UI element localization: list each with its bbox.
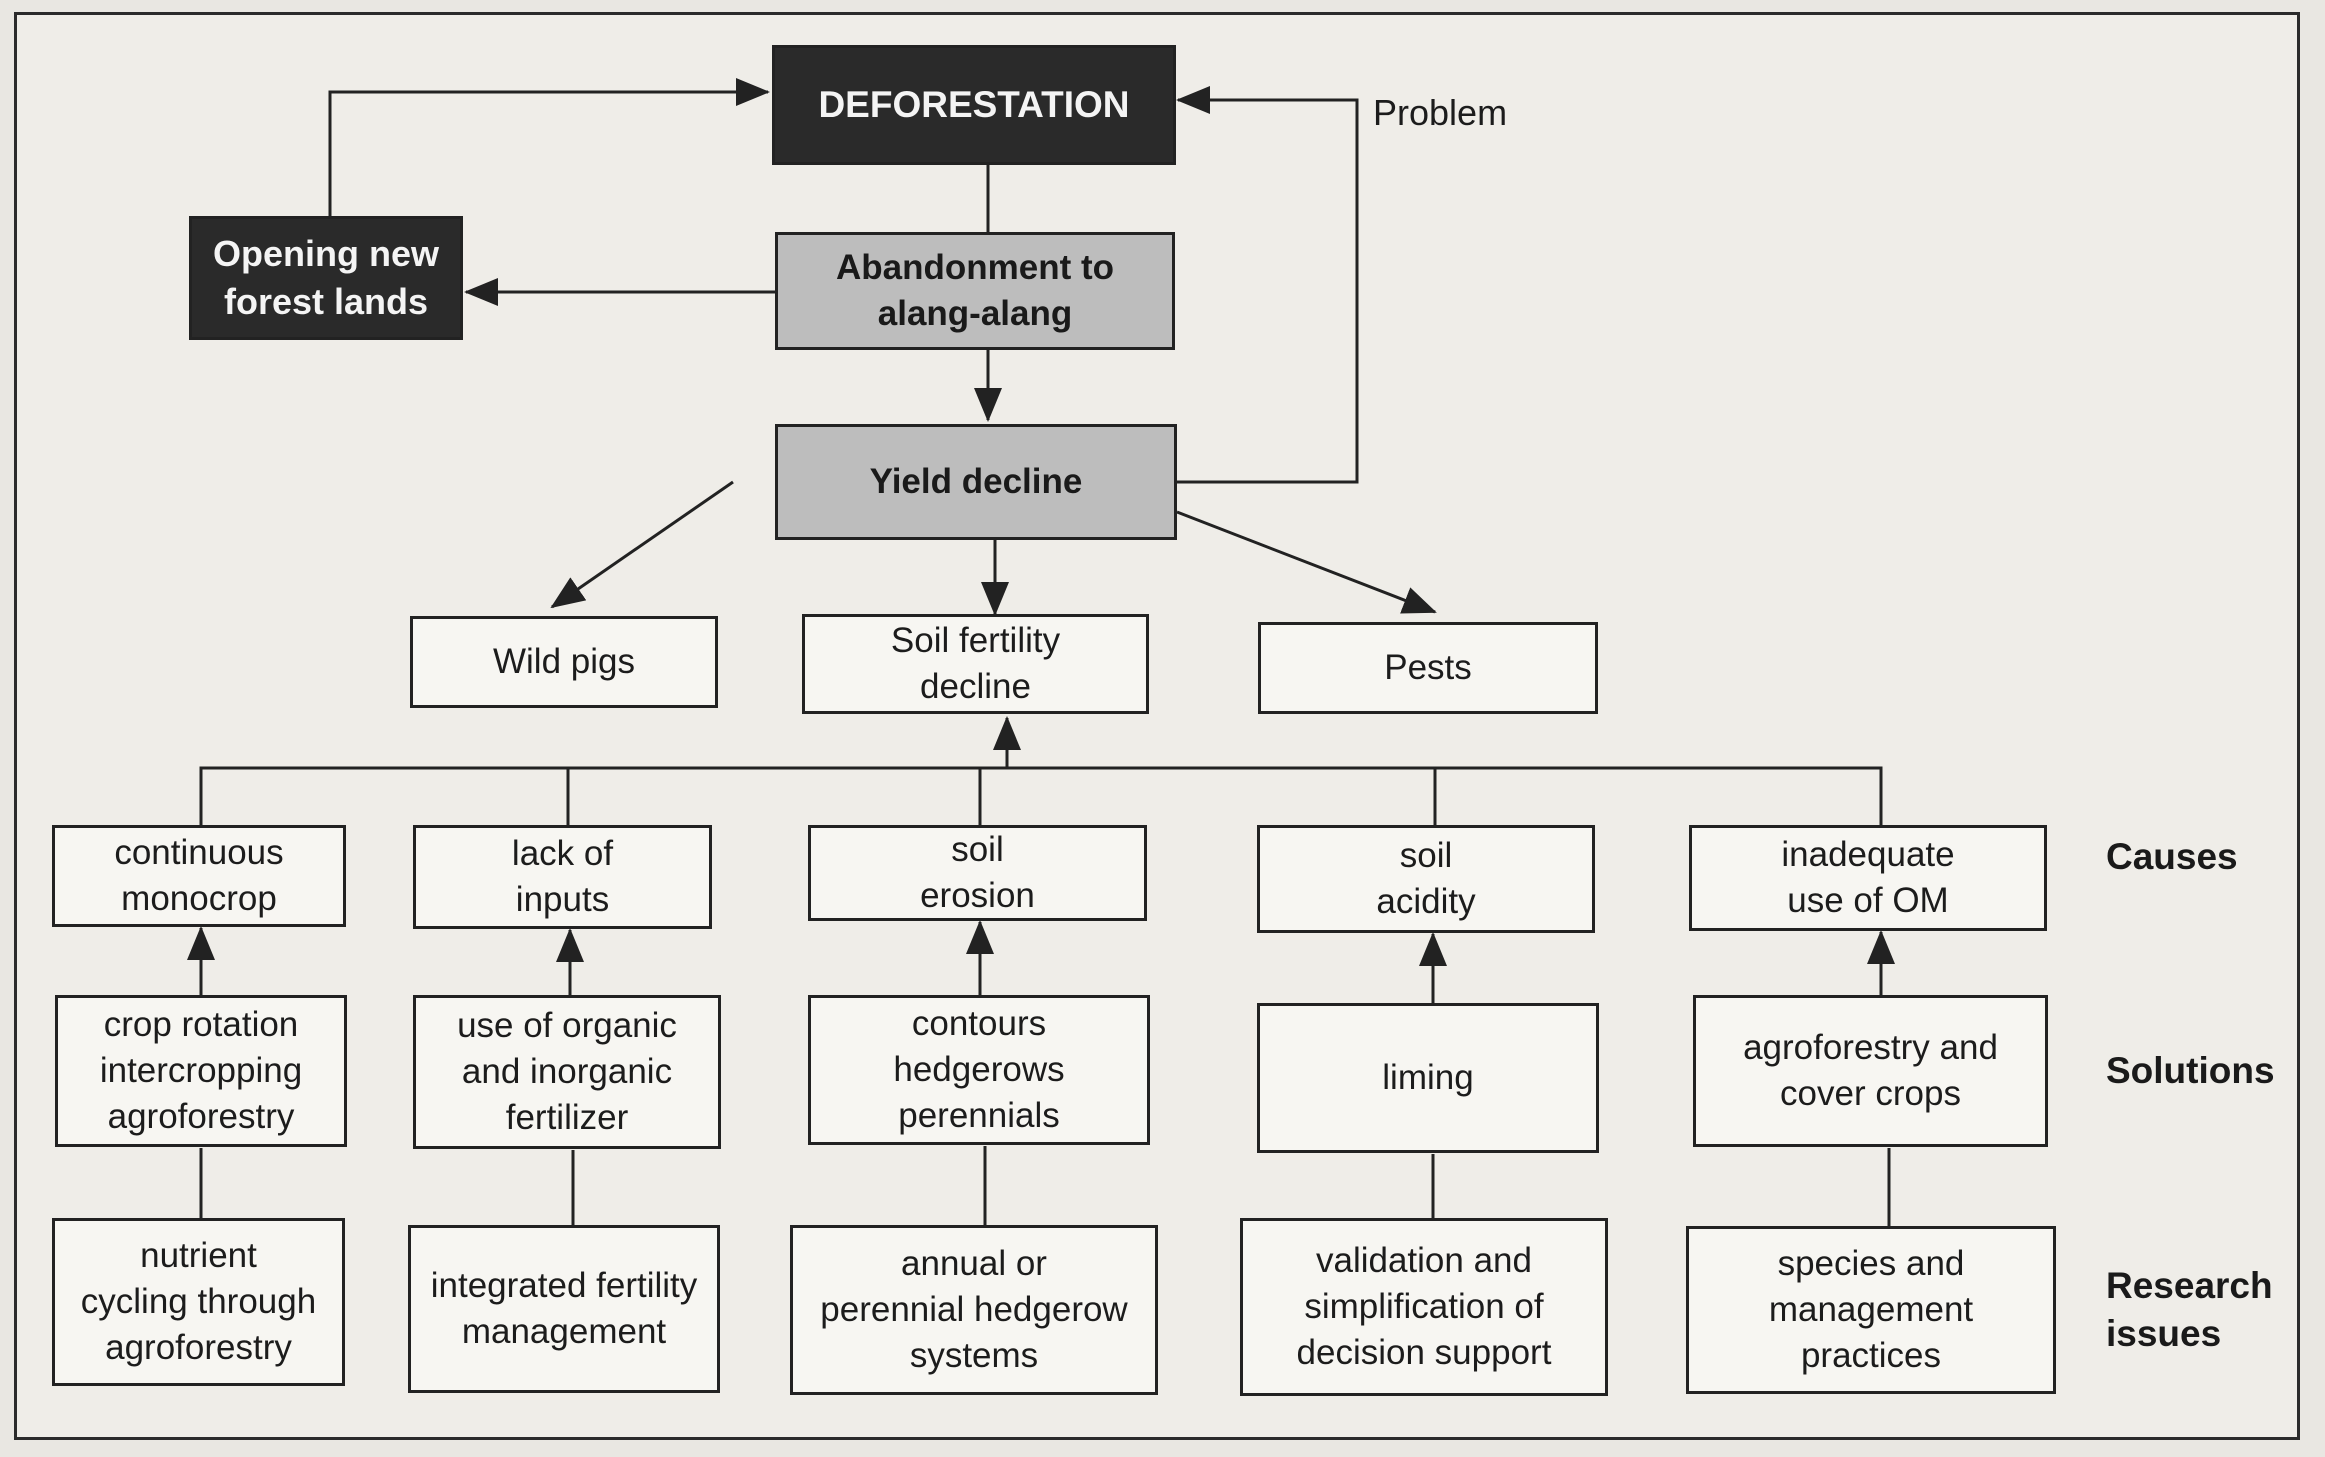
research-issue-label: annual or perennial hedgerow systems (820, 1243, 1128, 1376)
research-issue-label: species and management practices (1768, 1243, 1974, 1376)
abandonment-label: Abandonment to alang-alang (835, 247, 1115, 333)
solution-box: contours hedgerows perennials (808, 995, 1150, 1145)
wild-pigs-box: Wild pigs (410, 616, 718, 708)
solution-label: contours hedgerows perennials (893, 1003, 1065, 1136)
cause-box: continuous monocrop (52, 825, 346, 927)
opening-new-forest-lands-label: Opening new forest lands (212, 233, 439, 322)
research-issue-label: nutrient cycling through agroforestry (80, 1235, 317, 1368)
research-issue-label: validation and simplification of decisio… (1296, 1240, 1552, 1373)
soil-fertility-decline-label: Soil fertility decline (890, 620, 1061, 706)
deforestation-box: DEFORESTATION (772, 45, 1176, 165)
solution-box: liming (1257, 1003, 1599, 1153)
deforestation-label: DEFORESTATION (818, 83, 1130, 125)
connector-causes-bus (199, 766, 1883, 825)
arrow-problem-loop (1176, 86, 1359, 484)
solution-box: agroforestry and cover crops (1693, 995, 2048, 1147)
cause-label: continuous monocrop (114, 832, 284, 918)
yield-decline-label: Yield decline (869, 461, 1083, 501)
cause-box: soil erosion (808, 825, 1147, 921)
research-issue-box: integrated fertility management (408, 1225, 720, 1393)
yield-decline-box: Yield decline (775, 424, 1177, 540)
cause-label: soil erosion (920, 829, 1035, 915)
abandonment-box: Abandonment to alang-alang (775, 232, 1175, 350)
research-issue-box: annual or perennial hedgerow systems (790, 1225, 1158, 1395)
row-label-research-issues: Research issues (2106, 1265, 2273, 1355)
cause-box: inadequate use of OM (1689, 825, 2047, 931)
opening-new-forest-lands-box: Opening new forest lands (189, 216, 463, 340)
cause-label: lack of inputs (511, 833, 614, 919)
cause-label: soil acidity (1376, 835, 1476, 921)
solution-label: liming (1382, 1057, 1474, 1097)
pests-box: Pests (1258, 622, 1598, 714)
research-issue-box: species and management practices (1686, 1226, 2056, 1394)
arrow-yield-wild-pigs (550, 480, 734, 609)
research-issue-label: integrated fertility management (430, 1265, 698, 1351)
arrow-yield-pests (1176, 510, 1437, 614)
soil-fertility-decline-box: Soil fertility decline (802, 614, 1149, 714)
research-issue-box: validation and simplification of decisio… (1240, 1218, 1608, 1396)
wild-pigs-label: Wild pigs (493, 641, 635, 681)
cause-box: lack of inputs (413, 825, 712, 929)
solution-label: agroforestry and cover crops (1743, 1027, 1998, 1113)
row-label-causes: Causes (2106, 836, 2238, 877)
solution-box: crop rotation intercropping agroforestry (55, 995, 347, 1147)
cause-box: soil acidity (1257, 825, 1595, 933)
cause-label: inadequate use of OM (1781, 834, 1955, 920)
research-issue-box: nutrient cycling through agroforestry (52, 1218, 345, 1386)
arrow-opening-deforestation (328, 78, 770, 216)
row-label-solutions: Solutions (2106, 1050, 2275, 1091)
solution-label: use of organic and inorganic fertilizer (457, 1005, 677, 1138)
pests-label: Pests (1384, 647, 1472, 687)
problem-label: Problem (1373, 92, 1508, 133)
solution-label: crop rotation intercropping agroforestry (99, 1004, 303, 1137)
solution-box: use of organic and inorganic fertilizer (413, 995, 721, 1149)
